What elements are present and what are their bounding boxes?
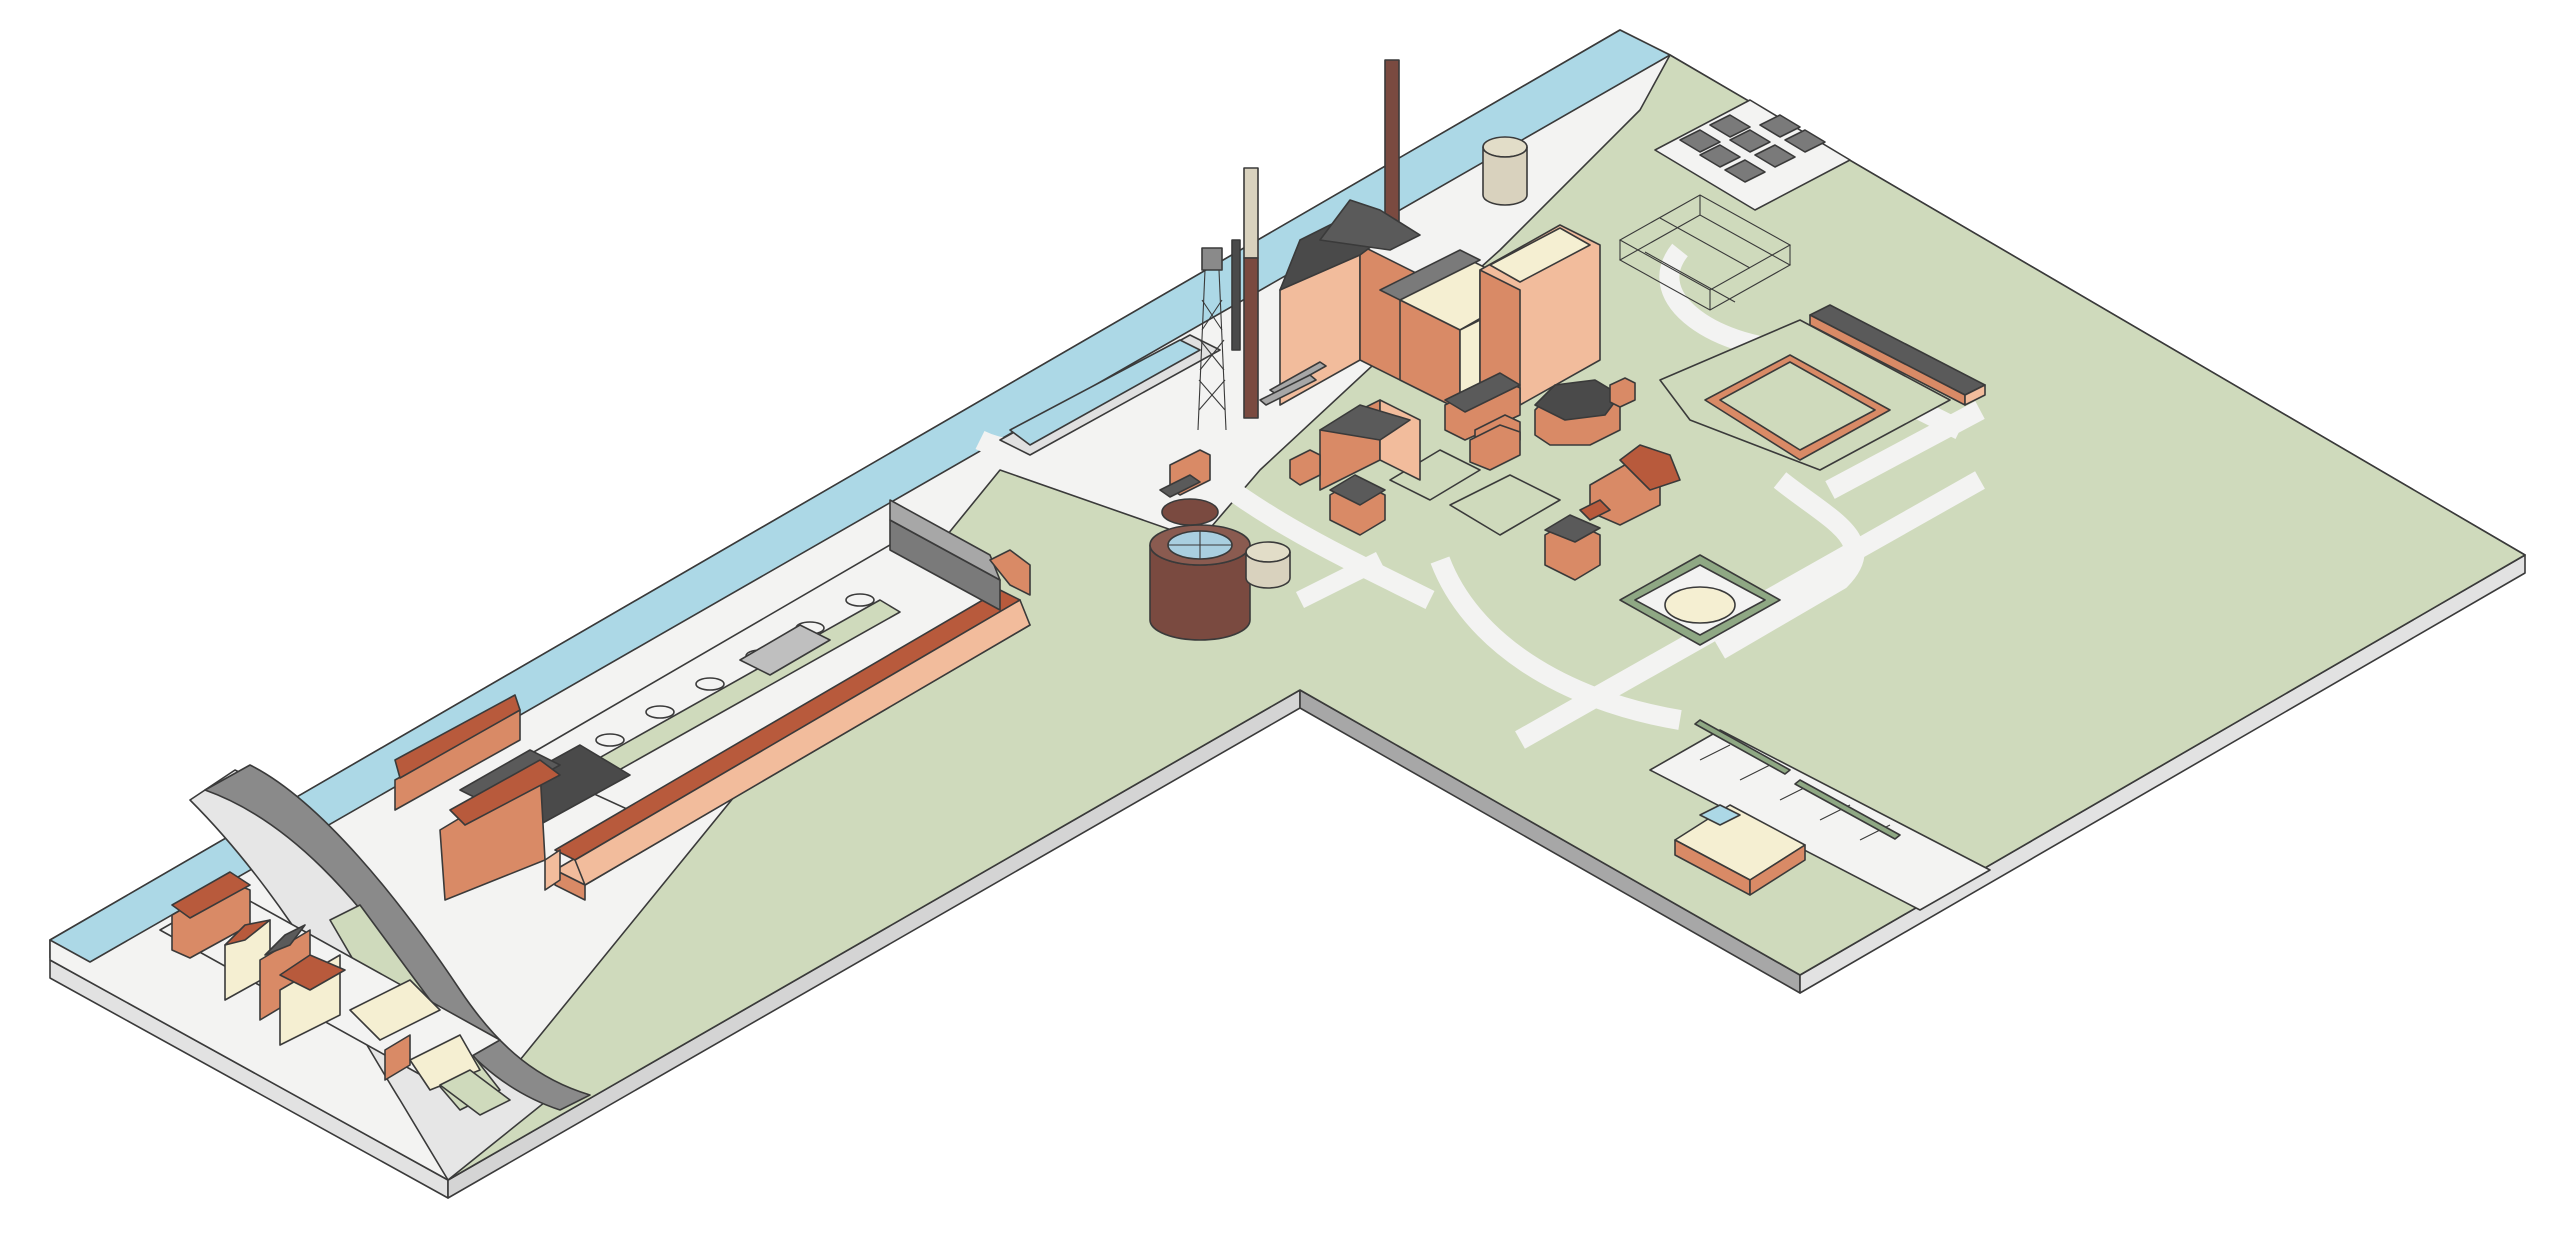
chimneys	[1231, 59, 1400, 419]
playground	[1619, 554, 1781, 646]
village	[159, 871, 511, 1116]
power-plant	[999, 59, 1601, 491]
greenhouse	[1618, 194, 1792, 311]
octagonal-building	[1534, 377, 1636, 446]
storage-building-right	[1809, 304, 1986, 406]
solar-panels	[1654, 99, 1851, 211]
storage-tank-top	[1482, 136, 1528, 206]
long-brick-hall	[394, 499, 1031, 901]
small-houses	[1159, 424, 1681, 581]
barn	[1674, 804, 1806, 896]
water-tower	[1197, 247, 1227, 431]
canal-sheds	[519, 544, 1011, 816]
sports-field	[1704, 354, 1891, 461]
grass-areas	[447, 54, 2526, 1181]
gas-tank	[1149, 498, 1291, 641]
